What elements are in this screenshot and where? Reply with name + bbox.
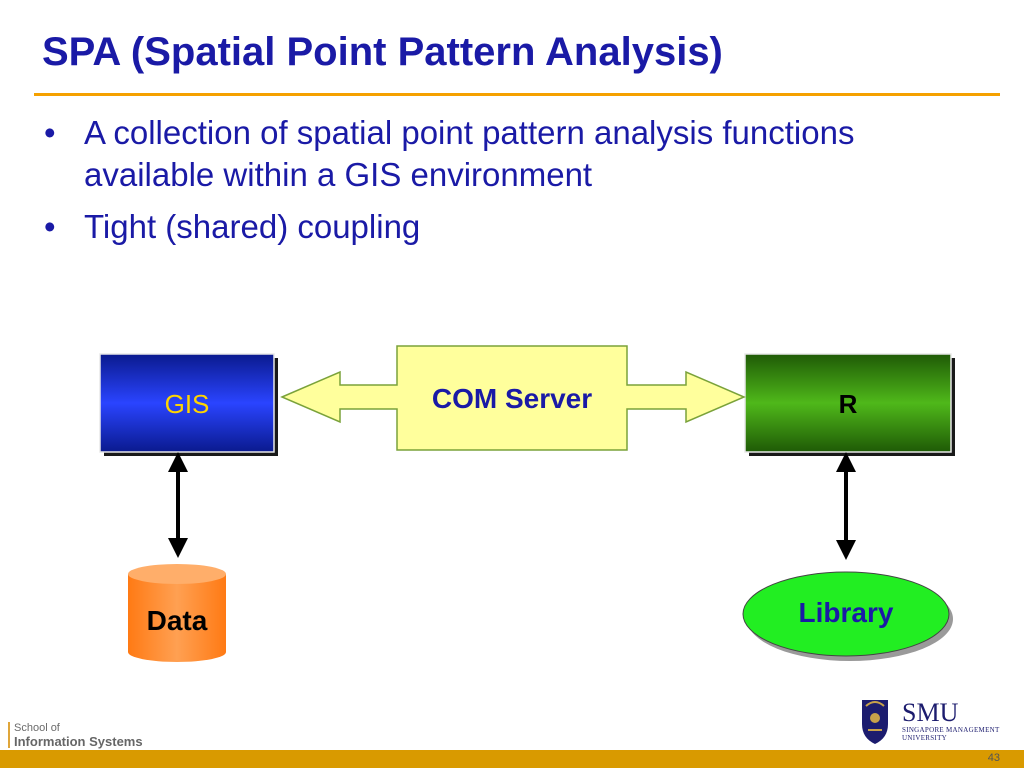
library-ellipse: Library: [742, 571, 953, 661]
page-number: 43: [987, 752, 1000, 764]
footer-bar: [0, 750, 1024, 768]
bullet-list: • A collection of spatial point pattern …: [44, 112, 964, 258]
bullet-text: Tight (shared) coupling: [84, 208, 421, 245]
school-line1: School of: [14, 722, 60, 734]
data-cylinder: Data: [128, 564, 226, 662]
school-logo: School of Information Systems: [8, 722, 143, 748]
smu-wordmark: SMU SINGAPORE MANAGEMENT UNIVERSITY: [902, 698, 1000, 743]
gis-box: GIS: [99, 353, 278, 456]
com-server-label: COM Server: [432, 383, 592, 414]
title-rule: [34, 93, 1000, 96]
com-server-arrow: COM Server: [280, 345, 746, 451]
smu-sub1: SINGAPORE MANAGEMENT: [902, 726, 1000, 734]
bullet-text: A collection of spatial point pattern an…: [84, 114, 855, 193]
gis-label: GIS: [165, 389, 210, 419]
smu-emblem-icon: [862, 700, 888, 744]
smu-name: SMU: [902, 698, 959, 727]
data-label: Data: [147, 605, 208, 636]
r-label: R: [839, 389, 858, 419]
bullet-item: • A collection of spatial point pattern …: [44, 112, 964, 196]
school-line2: Information Systems: [14, 734, 143, 749]
library-label: Library: [799, 597, 894, 628]
bullet-item: • Tight (shared) coupling: [44, 206, 964, 248]
r-box: R: [744, 353, 955, 456]
smu-sub2: UNIVERSITY: [902, 734, 947, 742]
slide-title: SPA (Spatial Point Pattern Analysis): [42, 30, 723, 74]
bullet-dot: •: [44, 208, 56, 245]
bullet-dot: •: [44, 114, 56, 151]
